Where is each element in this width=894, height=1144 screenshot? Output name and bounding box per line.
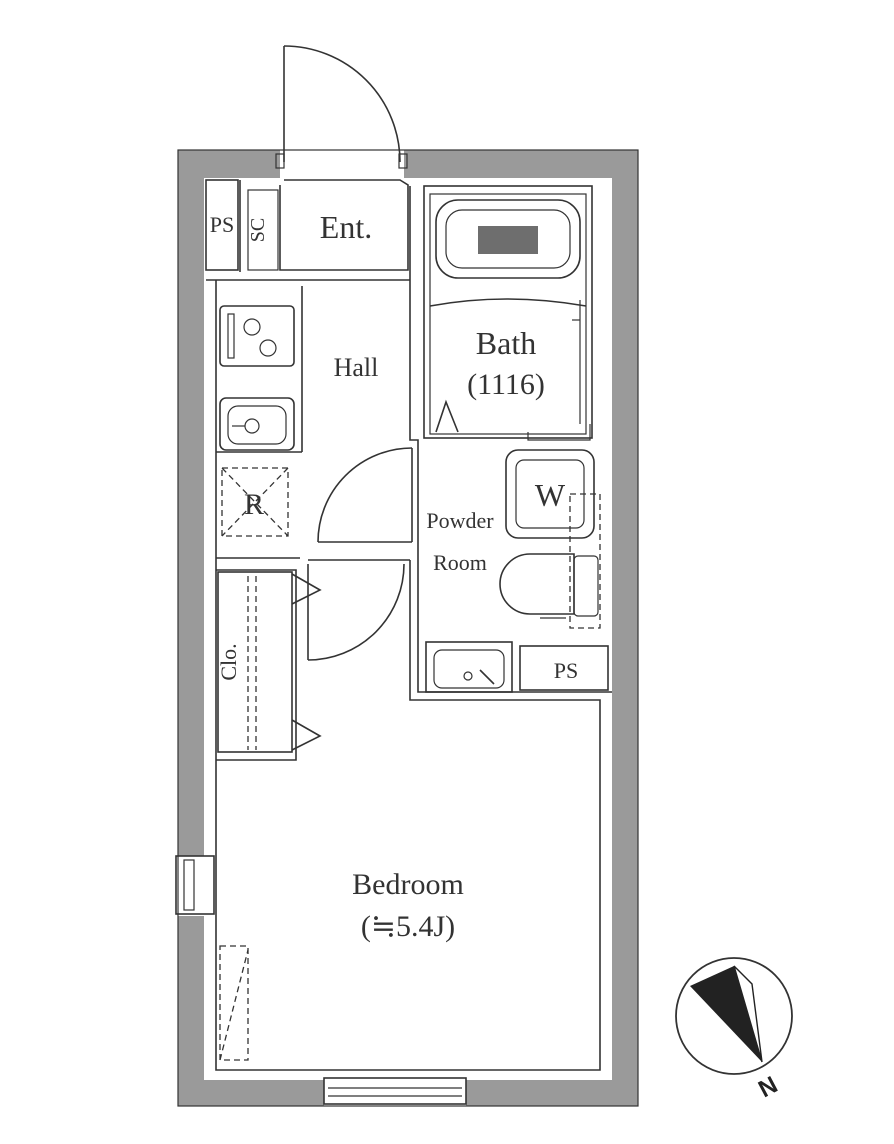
bath-label: Bath xyxy=(476,325,536,361)
bath-size-label: (1116) xyxy=(467,368,545,401)
bedroom-size-label: (≒5.4J) xyxy=(361,910,455,943)
entrance-door xyxy=(275,45,409,271)
powder-label: Powder xyxy=(426,508,494,533)
refrigerator-label: R xyxy=(244,488,264,521)
stove xyxy=(219,305,295,367)
interior-walls xyxy=(206,186,612,1071)
closet-label: Clo. xyxy=(216,643,241,680)
window-left xyxy=(175,855,215,915)
ps-top-area xyxy=(205,179,279,272)
exterior-walls xyxy=(176,148,639,1108)
kitchen-sink xyxy=(219,397,295,451)
wash-basin xyxy=(425,641,513,693)
north-compass-icon: N xyxy=(675,957,793,1103)
refrigerator-space xyxy=(221,467,289,537)
ps-top-label: PS xyxy=(210,212,234,237)
closet xyxy=(217,571,322,753)
window-bottom xyxy=(323,1077,467,1105)
shoe-closet-label: SC xyxy=(247,218,269,242)
entrance-label: Ent. xyxy=(320,209,372,245)
bedroom-door xyxy=(307,563,405,661)
hall-door xyxy=(317,447,413,543)
ps-bottom-label: PS xyxy=(554,658,578,683)
toilet xyxy=(499,493,601,629)
powder-room-label: Room xyxy=(433,550,487,575)
ps-bottom xyxy=(519,645,609,691)
hall-label: Hall xyxy=(334,353,379,382)
bath-unit xyxy=(423,185,593,441)
washer-label: W xyxy=(535,477,566,513)
bedroom-storage xyxy=(219,945,249,1061)
compass-north-label: N xyxy=(754,1071,782,1103)
bedroom-label: Bedroom xyxy=(352,868,464,901)
